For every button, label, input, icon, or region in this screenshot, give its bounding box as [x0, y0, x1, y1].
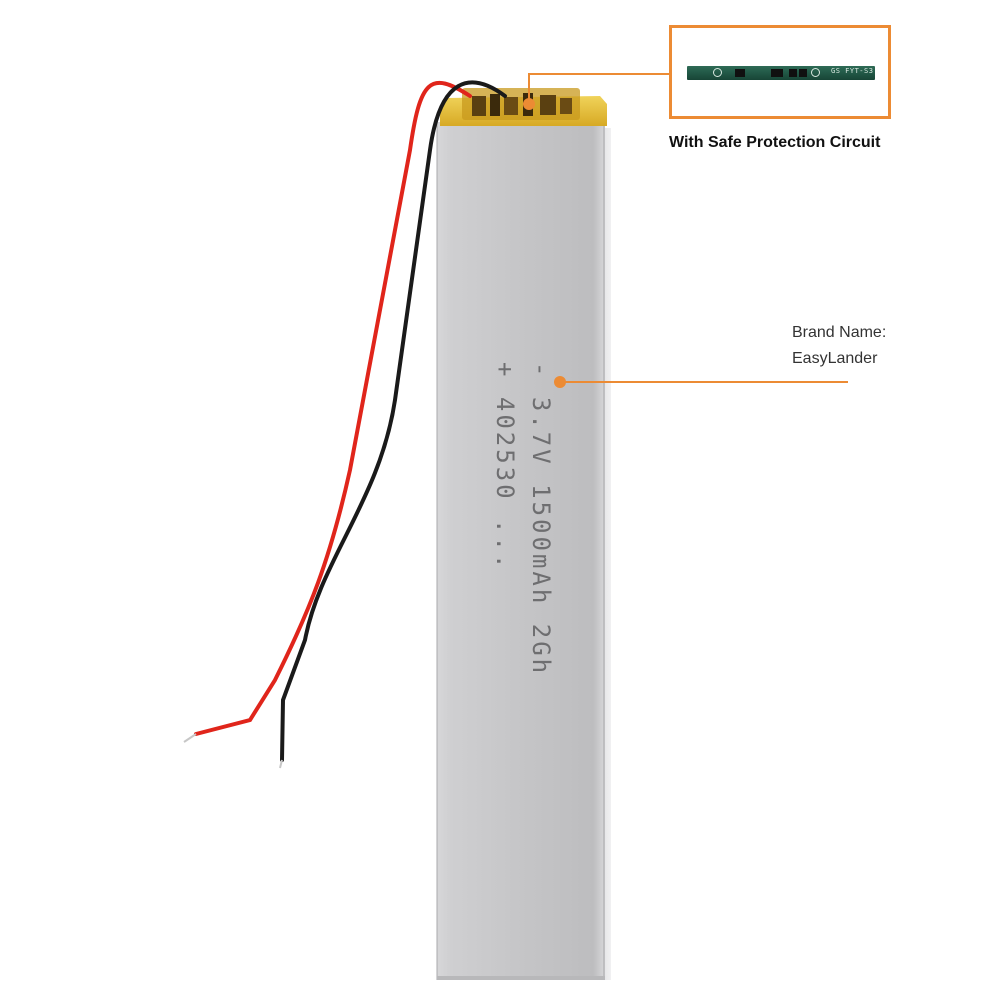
- pcb-marking: GS FYT-S3: [831, 67, 874, 75]
- cell-printing: - 3.7V 1500mAh 2Gh + 402530 ...: [491, 362, 555, 676]
- cell-print-line-2: + 402530 ...: [491, 362, 519, 571]
- pcb-chip: [789, 69, 797, 77]
- pcb-chip: [799, 69, 807, 77]
- pcb-strip: GS FYT-S3: [687, 66, 875, 80]
- battery-wires: [183, 80, 507, 769]
- cell-print-line-1: - 3.7V 1500mAh 2Gh: [527, 362, 555, 676]
- inset-caption: With Safe Protection Circuit: [669, 134, 881, 151]
- pcb-chip: [771, 69, 783, 77]
- brand-callout-dot: [554, 376, 566, 388]
- battery-cell: [436, 122, 611, 980]
- callout-lines: [528, 73, 848, 383]
- pcb-pad-icon: [811, 68, 820, 77]
- pcb-pad-icon: [713, 68, 722, 77]
- protection-board: [440, 88, 607, 126]
- pcb-inset: GS FYT-S3: [669, 25, 891, 119]
- brand-value: EasyLander: [792, 350, 878, 367]
- brand-label: Brand Name:: [792, 324, 887, 341]
- pcb-chip: [735, 69, 745, 77]
